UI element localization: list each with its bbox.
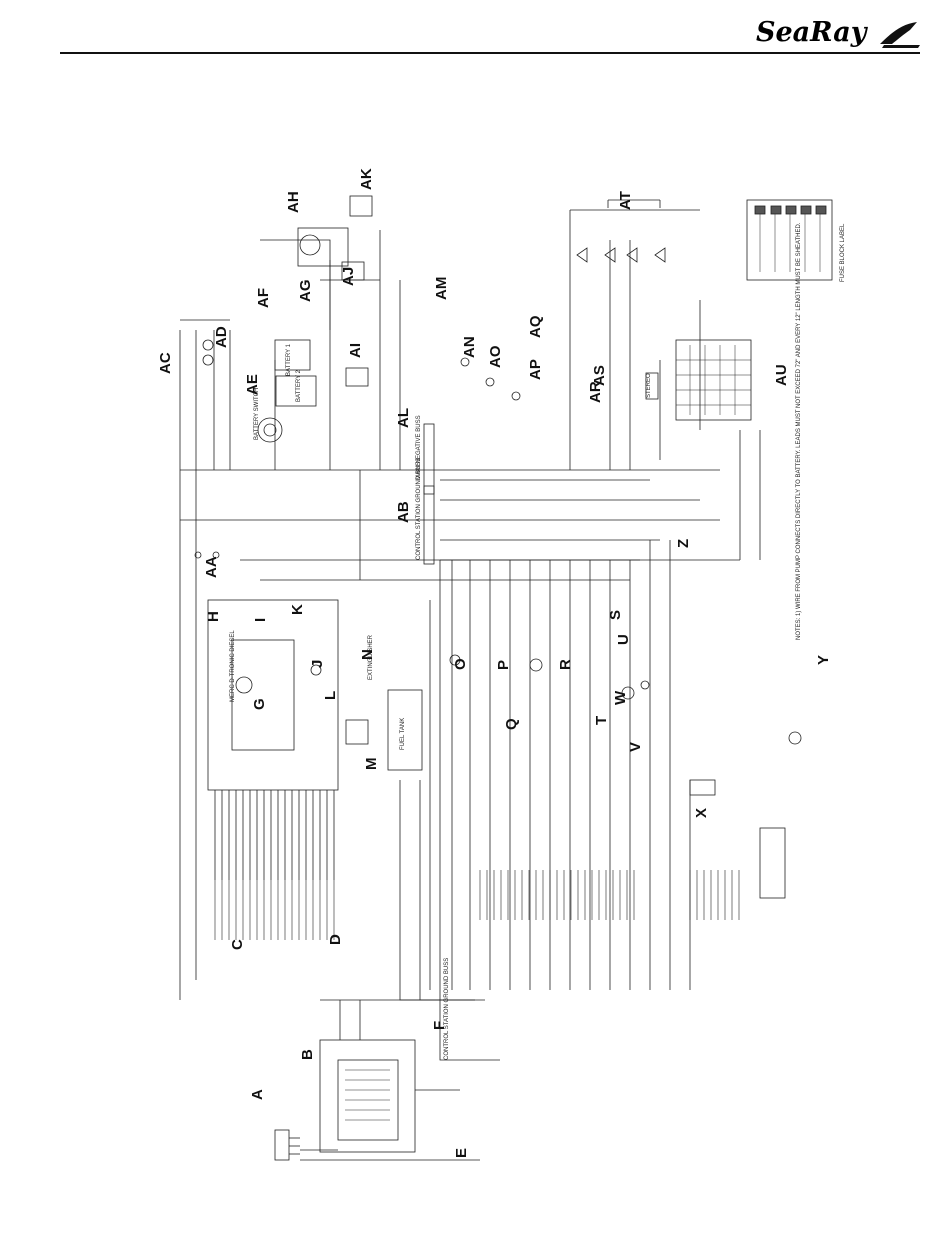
component-label-r: R bbox=[557, 659, 574, 670]
component-label-ae: AE bbox=[244, 374, 261, 395]
component-label-x: X bbox=[693, 808, 710, 818]
note-negative-buss: MAIN NEGATIVE BUSS bbox=[416, 415, 422, 480]
engine-block bbox=[231, 639, 295, 751]
component-label-i: I bbox=[252, 618, 269, 622]
stereo-unit bbox=[645, 372, 659, 400]
note-battery-switch: BATTERY SWITCH bbox=[254, 388, 260, 440]
component-label-h: H bbox=[205, 611, 222, 622]
brand-logo: SeaRay bbox=[752, 14, 922, 50]
display-gauge-a bbox=[274, 1129, 290, 1161]
component-label-f: F bbox=[431, 1021, 448, 1030]
component-label-ao: AO bbox=[487, 345, 504, 368]
note-fuse-block: FUSE BLOCK LABEL bbox=[840, 223, 846, 282]
component-label-aa: AA bbox=[203, 556, 220, 578]
component-label-a: A bbox=[249, 1089, 266, 1100]
ground-buss bbox=[423, 485, 435, 565]
component-label-ak: AK bbox=[358, 168, 375, 190]
fuse-block-label bbox=[746, 199, 833, 281]
component-label-n: N bbox=[359, 649, 376, 660]
component-label-aq: AQ bbox=[527, 315, 544, 338]
terminal-post-circle bbox=[299, 234, 321, 256]
motor-relay bbox=[345, 719, 369, 745]
component-label-e: E bbox=[453, 1148, 470, 1158]
fuse-block bbox=[675, 339, 752, 421]
component-label-p: P bbox=[495, 660, 512, 670]
component-label-ad: AD bbox=[213, 326, 230, 348]
component-label-q: Q bbox=[503, 718, 520, 730]
alternator bbox=[235, 676, 253, 694]
component-label-b: B bbox=[299, 1049, 316, 1060]
component-label-s: S bbox=[607, 610, 624, 620]
note-stereo: STEREO bbox=[646, 373, 652, 398]
note-extinguisher: EXTINGUISHER bbox=[368, 634, 374, 680]
brand-logo-text: SeaRay bbox=[756, 17, 869, 48]
component-label-ac: AC bbox=[157, 352, 174, 374]
component-label-w: W bbox=[612, 690, 629, 705]
component-label-c: C bbox=[229, 939, 246, 950]
component-label-ar: AR bbox=[587, 381, 604, 403]
note-battery-2: BATTERY 2 bbox=[296, 369, 302, 402]
component-label-l: L bbox=[322, 691, 339, 700]
extinguisher-relay bbox=[319, 1039, 416, 1153]
component-ak-box bbox=[349, 195, 373, 217]
component-label-u: U bbox=[615, 634, 632, 645]
component-label-ab: AB bbox=[395, 501, 412, 523]
component-label-t: T bbox=[593, 716, 610, 725]
lamp-t bbox=[621, 686, 635, 700]
water-pump bbox=[529, 658, 543, 672]
component-label-au: AU bbox=[773, 364, 790, 386]
component-label-aj: AJ bbox=[340, 267, 357, 286]
component-label-af: AF bbox=[255, 288, 272, 308]
terminal-post bbox=[297, 227, 349, 267]
component-label-o: O bbox=[452, 658, 469, 670]
component-label-d: D bbox=[327, 934, 344, 945]
component-label-m: M bbox=[363, 758, 380, 771]
component-label-at: AT bbox=[617, 191, 634, 210]
lamp-o bbox=[449, 654, 461, 666]
note-engine: MERC D-TRONIC DIESEL bbox=[230, 630, 236, 702]
note-battery-1: BATTERY 1 bbox=[286, 343, 292, 376]
lamp-ap bbox=[511, 391, 521, 401]
component-label-an: AN bbox=[461, 336, 478, 358]
component-label-j: J bbox=[309, 660, 326, 668]
negative-buss bbox=[423, 423, 435, 495]
component-label-as: AS bbox=[591, 365, 608, 386]
battery-1-box bbox=[274, 339, 311, 371]
component-label-k: K bbox=[289, 604, 306, 615]
note-ground-buss: CONTROL STATION GROUND BUSS bbox=[416, 458, 422, 560]
component-label-v: V bbox=[627, 742, 644, 752]
component-label-am: AM bbox=[433, 277, 450, 300]
component-label-z: Z bbox=[675, 539, 692, 548]
component-label-al: AL bbox=[395, 408, 412, 428]
battery-switch bbox=[257, 417, 283, 443]
trim-tab-switch bbox=[759, 827, 786, 899]
component-ai-box bbox=[345, 367, 369, 387]
component-label-ai: AI bbox=[347, 343, 364, 358]
component-label-y: Y bbox=[815, 655, 832, 665]
note-control-station: CONTROL STATION GROUND BUSS bbox=[444, 958, 450, 1060]
lamp-ao bbox=[485, 377, 495, 387]
battery-2-box bbox=[275, 375, 317, 407]
component-label-ag: AG bbox=[297, 280, 314, 303]
note-footnote: NOTES: 1) WIRE FROM PUMP CONNECTS DIRECT… bbox=[796, 222, 802, 640]
component-label-ap: AP bbox=[527, 359, 544, 380]
negative-buss-y bbox=[788, 731, 802, 745]
component-label-g: G bbox=[251, 698, 268, 710]
component-label-ah: AH bbox=[285, 191, 302, 213]
lamp-an bbox=[460, 357, 470, 367]
note-fuel-tank: FUEL TANK bbox=[400, 718, 406, 750]
trim-tab-pump bbox=[689, 779, 716, 796]
header-rule bbox=[60, 52, 920, 54]
fuel-tank bbox=[387, 689, 423, 771]
